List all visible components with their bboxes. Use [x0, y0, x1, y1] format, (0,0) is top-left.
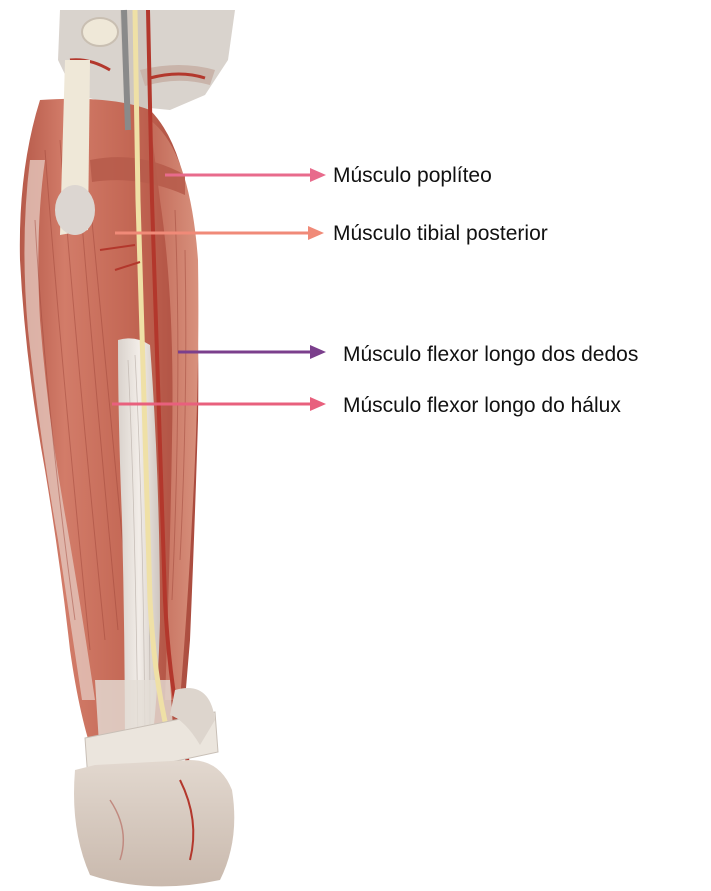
- arrow-flexor-digitorum-longus: [178, 345, 326, 359]
- label-flexor-hallucis-longus: Músculo flexor longo do hálux: [343, 395, 621, 416]
- label-tibialis-posterior: Músculo tibial posterior: [333, 223, 548, 244]
- heel: [74, 760, 234, 886]
- label-flexor-digitorum-longus: Músculo flexor longo dos dedos: [343, 344, 638, 365]
- label-popliteus: Músculo poplíteo: [333, 165, 492, 186]
- arrow-popliteus: [165, 168, 326, 182]
